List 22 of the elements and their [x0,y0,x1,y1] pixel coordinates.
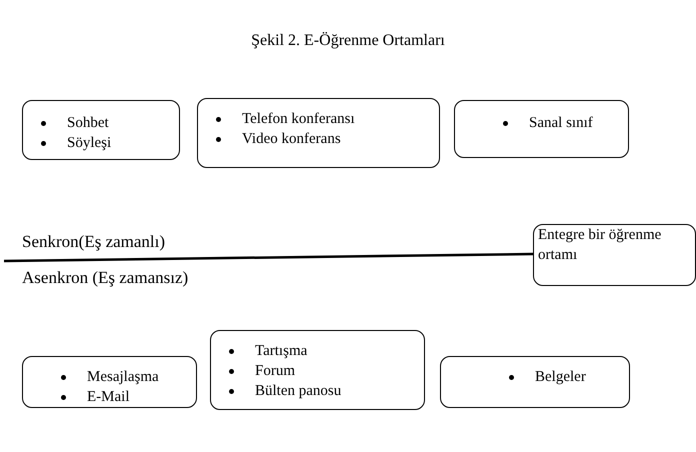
axis-label: Senkron(Eş zamanlı) [22,232,166,252]
bullet-item: Sohbet [23,113,109,133]
bullet-item: Sanal sınıf [485,113,593,133]
bullet-item: Mesajlaşma [43,367,159,387]
bullet-item: Söyleşi [23,133,112,153]
bullet-item: Belgeler [491,367,586,387]
box-text: Entegre bir öğrenme ortamı [538,226,662,265]
list-box [440,356,630,408]
axis-label: Asenkron (Eş zamansız) [22,268,188,288]
bullet-item: Video konferans [198,129,341,149]
list-box [197,98,440,168]
bullet-item: Bülten panosu [211,381,342,401]
bullet-item: Telefon konferansı [198,109,355,129]
list-box [22,100,180,160]
text-box [533,224,696,286]
bullet-item: E-Mail [43,387,130,407]
list-box [210,330,425,410]
bullet-item: Tartışma [211,341,308,361]
list-box [22,356,197,408]
list-box [454,100,629,158]
figure-title: Şekil 2. E-Öğrenme Ortamları [250,32,446,50]
bullet-item: Forum [211,361,296,381]
